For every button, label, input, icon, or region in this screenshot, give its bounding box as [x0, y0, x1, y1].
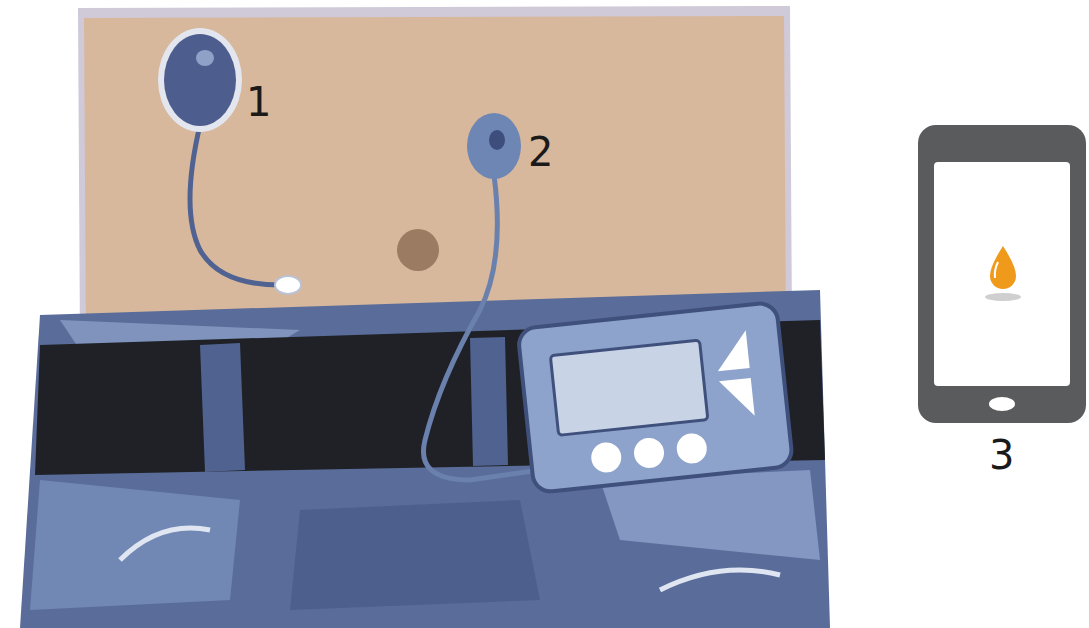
pump-button — [590, 441, 623, 474]
phone-home-button — [989, 397, 1015, 411]
jeans-seam — [120, 528, 210, 560]
drop-highlight — [995, 262, 998, 278]
jeans-shadow — [290, 500, 540, 610]
pump-button — [633, 436, 666, 469]
sensor-wire — [190, 125, 280, 285]
blood-drop — [990, 246, 1016, 289]
patch-dot — [489, 130, 505, 150]
callout-number: 3 — [989, 435, 1014, 475]
smartphone — [918, 125, 1086, 423]
drop-shadow — [985, 293, 1021, 301]
belt-loop — [200, 343, 245, 472]
infusion-tube — [423, 175, 540, 480]
sensor-dot — [196, 50, 214, 66]
pump-body — [517, 302, 793, 493]
pump-button — [675, 432, 708, 465]
cgm-sensor — [164, 34, 236, 126]
skin-edge — [78, 6, 792, 345]
callout-number: 1 — [246, 82, 271, 122]
callout-number: 2 — [528, 132, 553, 172]
pump-button-up — [714, 330, 750, 371]
belt-loop — [470, 337, 508, 466]
pump-button-down — [719, 378, 755, 419]
insulin-pump — [517, 302, 793, 493]
navel — [397, 229, 439, 271]
abdomen-skin — [84, 16, 786, 340]
pump-screen — [550, 340, 708, 435]
phone-screen — [934, 162, 1070, 386]
jeans-seam — [660, 570, 780, 590]
sensor-tip — [275, 276, 301, 294]
infusion-patch — [467, 113, 521, 179]
sensor-outline — [158, 28, 242, 132]
jeans-highlight — [30, 480, 240, 610]
